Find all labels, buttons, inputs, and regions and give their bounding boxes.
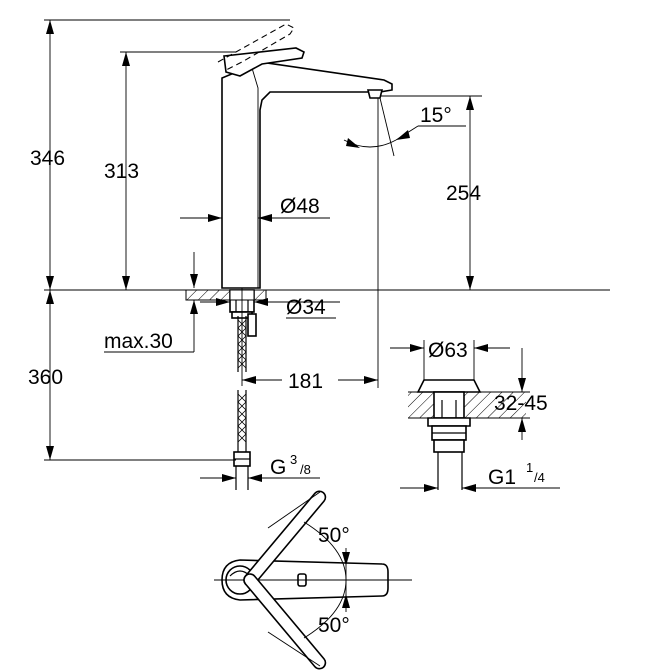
dim-projection: 181 — [288, 370, 323, 393]
waste-plug-head — [416, 379, 482, 393]
dim-rotation-down: 50° — [318, 614, 350, 637]
dim-max-deck: max.30 — [104, 330, 173, 353]
waste-nut — [427, 417, 471, 427]
dim-outlet-angle: 15° — [420, 104, 452, 127]
dim-spout-height: 313 — [104, 160, 139, 183]
basin-section-left — [408, 392, 434, 418]
dim-hose-length: 360 — [28, 366, 63, 389]
deck-section — [185, 289, 267, 301]
waste-body — [433, 391, 465, 419]
dim-waste-range: 32-45 — [494, 392, 548, 415]
dim-connection-sup: 3 — [290, 452, 297, 467]
dim-waste-thread-main: G1 — [488, 466, 516, 489]
faucet-body — [221, 61, 393, 289]
basin-section-right — [464, 392, 526, 418]
handle-raised-outline — [217, 23, 295, 71]
elevation-view: 346 313 254 15° Ø48 Ø34 — [28, 19, 610, 490]
handle-lever — [223, 47, 305, 77]
top-view: 50° 50° — [214, 490, 412, 670]
waste-valve-view: Ø63 32-45 G1 1 /4 — [390, 339, 560, 492]
dim-connection-main: G — [270, 456, 286, 479]
dim-rotation-up: 50° — [318, 524, 350, 547]
dim-hole-diameter: Ø34 — [286, 296, 326, 319]
aerator — [366, 89, 384, 99]
dim-waste-thread-sub: /4 — [534, 470, 545, 485]
dim-outlet-height: 254 — [446, 182, 481, 205]
lever-rotated-down — [243, 573, 327, 670]
dim-waste-diameter: Ø63 — [428, 339, 468, 362]
dim-waste-thread-sup: 1 — [526, 460, 533, 475]
dim-body-diameter: Ø48 — [280, 195, 320, 218]
dim-connection-sub: /8 — [300, 462, 311, 477]
waste-thread — [433, 439, 465, 453]
threaded-rod — [247, 313, 257, 337]
dim-overall-height: 346 — [30, 147, 65, 170]
